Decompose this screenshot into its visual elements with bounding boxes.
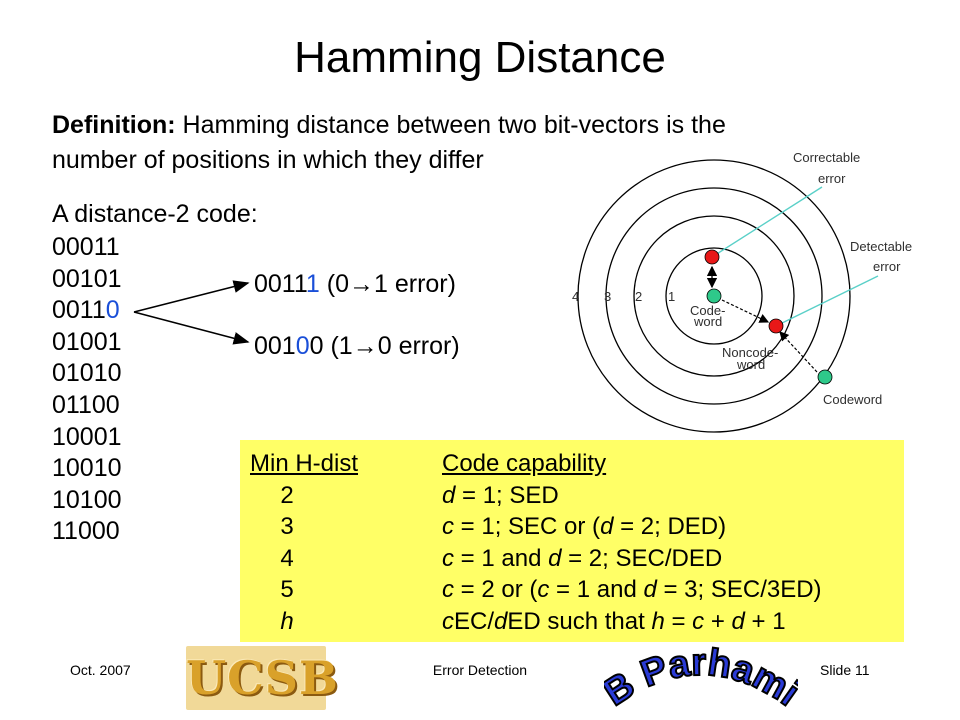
cell-capability: cEC/dED such that h = c + d + 1: [442, 607, 786, 635]
cell-capability: c = 1 and d = 2; SEC/DED: [442, 544, 723, 572]
error-arrow-outer: [779, 331, 818, 373]
footer-slide-number: Slide 11: [820, 662, 870, 678]
cell-min-dist: h: [280, 607, 294, 635]
definition-text: Hamming distance between two bit-vectors…: [52, 111, 726, 174]
slide-title: Hamming Distance: [294, 33, 666, 82]
ring-number-4: 4: [572, 289, 579, 304]
codeword-item: 10010: [52, 454, 122, 483]
cell-min-dist: 2: [280, 481, 294, 509]
error-arrow-middle: [721, 299, 770, 323]
right-arrow-icon: →: [352, 332, 378, 360]
noncode-word-label-line1: Noncode-: [722, 345, 778, 360]
codeword-item: 10100: [52, 485, 122, 514]
definition-paragraph: Definition: Hamming distance between two…: [52, 108, 752, 178]
svg-text:B Parhami: B Parhami: [604, 642, 798, 715]
arrow-to-error-b: [133, 311, 250, 345]
header-min-h-dist: Min H-dist: [250, 450, 359, 477]
cell-min-dist: 3: [280, 513, 294, 540]
arrow-to-error-a: [133, 280, 250, 313]
code-word-label-line2: word: [693, 314, 722, 329]
table-row: 4 c = 1 and d = 2; SEC/DED: [240, 543, 904, 574]
codeword-item: 11000: [52, 517, 120, 546]
table-header-row: Min H-dist Code capability: [240, 448, 904, 479]
ring-number-3: 3: [604, 289, 611, 304]
code-heading: A distance-2 code:: [52, 200, 258, 228]
code-word-label-line1: Code-: [690, 303, 725, 318]
ring-number-2: 2: [635, 289, 642, 304]
distance-rings-diagram: 4 3 2 1 Correctable error Detectable err…: [572, 150, 912, 433]
footer-title: Error Detection: [432, 662, 528, 678]
codeword-dot-outer: [817, 369, 833, 385]
table-row: 5 c = 2 or (c = 1 and d = 3; SEC/3ED): [240, 574, 904, 605]
cell-min-dist: 4: [280, 544, 294, 572]
codeword-item: 10001: [52, 422, 122, 451]
cell-min-dist: 5: [280, 576, 294, 603]
codeword-item: 00101: [52, 264, 122, 293]
cell-capability: d = 1; SED: [442, 481, 559, 509]
cell-capability: c = 2 or (c = 1 and d = 3; SEC/3ED): [442, 576, 822, 603]
correctable-label-line1: Correctable: [793, 150, 860, 165]
codeword-label: Codeword: [823, 392, 882, 407]
detectable-label-line1: Detectable: [850, 239, 912, 254]
ring-4: [577, 159, 851, 433]
capability-table: Min H-dist Code capability 2 d = 1; SED 3 c =…: [240, 440, 904, 642]
codeword-item: 01001: [52, 327, 122, 356]
ring-number-1: 1: [668, 289, 675, 304]
table-row: 3 c = 1; SEC or (d = 2; DED): [240, 511, 904, 542]
noncode-dot-red-1: [704, 249, 720, 265]
table-row: h cEC/dED such that h = c + d + 1: [240, 606, 904, 637]
codeword-item: 00011: [52, 233, 120, 261]
header-code-capability: Code capability: [442, 450, 607, 477]
detectable-label-line2: error: [873, 259, 901, 274]
author-logo: B Parhami: [604, 641, 798, 716]
right-arrow-icon: →: [349, 270, 374, 298]
codeword-dot-center: [706, 288, 722, 304]
table-row: 2 d = 1; SED: [240, 480, 904, 511]
codeword-item: 00110: [52, 296, 120, 325]
correctable-pointer: [711, 186, 823, 258]
detectable-pointer: [775, 275, 879, 327]
noncode-word-label-line2: word: [736, 357, 765, 372]
error-example-1to0: 00111 (0→1 error): [254, 270, 456, 298]
cell-capability: c = 1; SEC or (d = 2; DED): [442, 513, 727, 540]
ring-3: [605, 187, 823, 405]
noncode-dot-red-2: [768, 318, 784, 334]
definition-label: Definition:: [52, 111, 176, 139]
ring-1: [665, 247, 763, 345]
correctable-label-line2: error: [818, 171, 846, 186]
ring-2: [633, 215, 795, 377]
error-example-0to1: 00100 (1→0 error): [254, 332, 460, 360]
codeword-item: 01010: [52, 359, 122, 388]
codeword-item: 01100: [52, 390, 120, 419]
ucsb-logo: UCSB: [186, 646, 338, 710]
footer-date: Oct. 2007: [70, 662, 131, 678]
